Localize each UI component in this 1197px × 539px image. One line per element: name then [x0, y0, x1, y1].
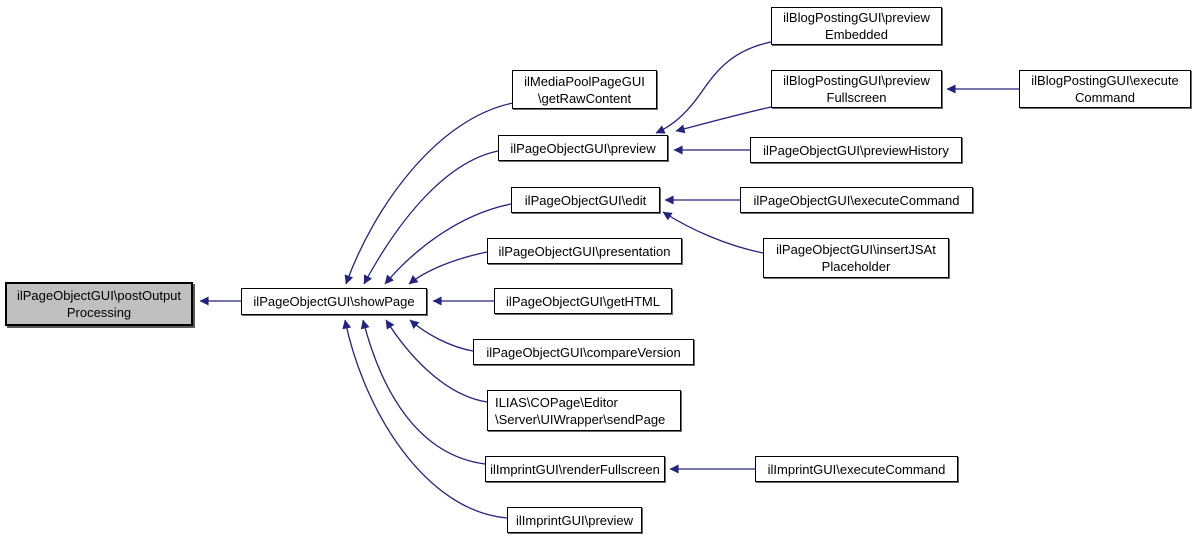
node-label: ilPageObjectGUI\presentation — [498, 243, 671, 259]
node-label: ilImprintGUI\executeCommand — [767, 461, 946, 477]
node-sendPage[interactable]: ILIAS\COPage\Editor \Server\UIWrapper\se… — [487, 390, 681, 431]
node-label: ilPageObjectGUI\preview — [510, 140, 656, 156]
edge-imprintPreview-showPage — [342, 319, 508, 519]
node-label: Command — [1075, 90, 1135, 105]
node-previewFullscreen[interactable]: ilBlogPostingGUI\preview Fullscreen — [771, 70, 942, 108]
node-compareVersion[interactable]: ilPageObjectGUI\compareVersion — [473, 339, 694, 365]
node-label: ilPageObjectGUI\edit — [524, 192, 647, 208]
edge-previewFullscreen-preview — [675, 106, 772, 134]
node-label: ILIAS\COPage\Editor — [495, 394, 618, 410]
edge-sendPage-showPage — [385, 319, 488, 403]
node-previewEmbedded[interactable]: ilBlogPostingGUI\preview Embedded — [771, 7, 942, 45]
node-showPage[interactable]: ilPageObjectGUI\showPage — [241, 288, 427, 315]
node-presentation[interactable]: ilPageObjectGUI\presentation — [487, 238, 682, 264]
node-insertJSAtPlaceholder[interactable]: ilPageObjectGUI\insertJSAt Placeholder — [763, 238, 949, 278]
node-label: ilBlogPostingGUI\preview — [783, 73, 930, 88]
node-getRawContent[interactable]: ilMediaPoolPageGUI \getRawContent — [512, 70, 657, 109]
node-label: Embedded — [825, 27, 888, 42]
node-blogExecuteCommand[interactable]: ilBlogPostingGUI\execute Command — [1019, 70, 1191, 108]
node-label: ilImprintGUI\renderFullscreen — [490, 461, 660, 477]
node-label: \Server\UIWrapper\sendPage — [495, 411, 666, 427]
node-label: ilPageObjectGUI\showPage — [253, 294, 415, 309]
node-edit[interactable]: ilPageObjectGUI\edit — [511, 187, 660, 213]
node-postOutputProcessing: ilPageObjectGUI\postOutput Processing — [5, 282, 193, 326]
node-label: ilPageObjectGUI\previewHistory — [763, 142, 949, 158]
node-label: ilPageObjectGUI\executeCommand — [753, 192, 960, 208]
edge-edit-showPage — [384, 203, 512, 285]
node-label: Fullscreen — [826, 90, 887, 105]
node-renderFullscreen[interactable]: ilImprintGUI\renderFullscreen — [485, 456, 665, 482]
node-label: ilBlogPostingGUI\preview — [783, 10, 930, 25]
edge-preview-showPage — [363, 150, 499, 285]
node-imprintExecuteCommand[interactable]: ilImprintGUI\executeCommand — [755, 456, 958, 482]
node-preview[interactable]: ilPageObjectGUI\preview — [498, 135, 668, 161]
node-label: ilPageObjectGUI\postOutput — [16, 288, 182, 303]
node-label: ilPageObjectGUI\compareVersion — [486, 344, 681, 360]
edge-presentation-showPage — [408, 251, 488, 285]
node-label: ilPageObjectGUI\getHTML — [506, 293, 660, 309]
edge-compareVersion-showPage — [409, 319, 474, 352]
node-previewHistory[interactable]: ilPageObjectGUI\previewHistory — [750, 137, 962, 163]
edge-insertJSAtPlaceholder-edit — [662, 211, 764, 254]
edge-getRawContent-showPage — [344, 102, 514, 285]
node-label: Placeholder — [821, 259, 891, 274]
node-label: ilMediaPoolPageGUI — [524, 73, 645, 89]
node-label: Processing — [66, 305, 132, 320]
node-label: ilBlogPostingGUI\execute — [1031, 73, 1179, 88]
edge-renderFullscreen-showPage — [360, 319, 486, 465]
edge-previewEmbedded-preview — [655, 41, 772, 134]
node-pageExecuteCommand[interactable]: ilPageObjectGUI\executeCommand — [740, 187, 973, 213]
node-imprintPreview[interactable]: ilImprintGUI\preview — [507, 507, 642, 533]
node-label: \getRawContent — [537, 90, 632, 106]
node-label: ilImprintGUI\preview — [515, 512, 634, 528]
node-getHTML[interactable]: ilPageObjectGUI\getHTML — [494, 288, 672, 314]
node-label: ilPageObjectGUI\insertJSAt — [776, 242, 936, 257]
